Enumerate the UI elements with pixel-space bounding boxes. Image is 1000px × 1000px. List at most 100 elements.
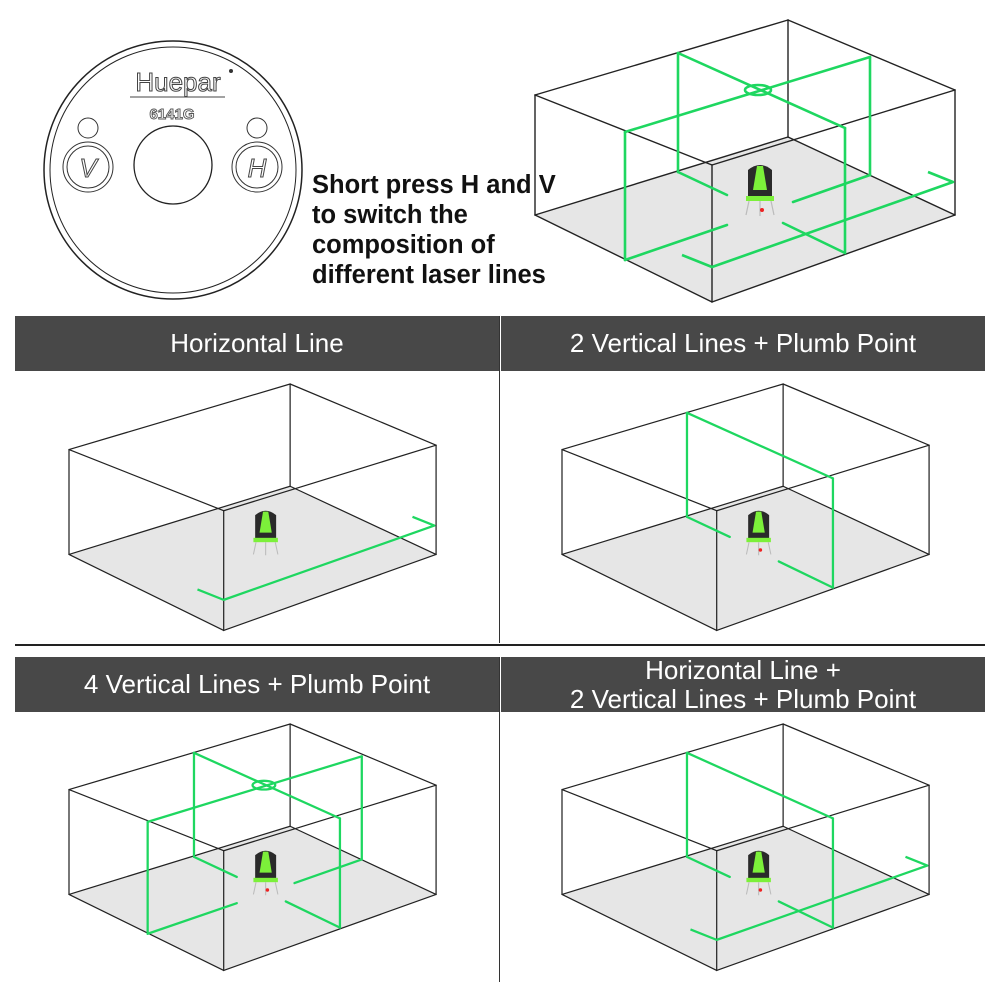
device-stripe bbox=[259, 851, 272, 873]
device-tripod bbox=[745, 200, 775, 216]
device-tripod bbox=[252, 542, 279, 556]
laser-cross-circle bbox=[743, 83, 773, 97]
box-edge bbox=[68, 485, 291, 556]
box-edge bbox=[787, 136, 956, 216]
hero-laser-diagram bbox=[534, 19, 956, 303]
4-vertical-lines-diagram bbox=[68, 723, 437, 972]
box-edge bbox=[223, 444, 437, 512]
device-base bbox=[746, 877, 771, 883]
laser-floor-line bbox=[777, 900, 835, 929]
box-edge bbox=[534, 136, 789, 216]
v-indicator-light bbox=[77, 117, 99, 139]
device-base bbox=[746, 537, 771, 543]
box-edge bbox=[716, 784, 930, 852]
device-base bbox=[253, 877, 278, 883]
box-edge bbox=[68, 448, 225, 512]
box-edge bbox=[534, 19, 789, 96]
h-indicator-light bbox=[246, 117, 268, 139]
floor bbox=[535, 137, 955, 302]
box-edge bbox=[716, 444, 930, 512]
plumb-point-dot bbox=[758, 888, 763, 892]
laser-floor-line bbox=[685, 855, 731, 879]
box-edge bbox=[289, 723, 437, 786]
center-window bbox=[133, 125, 213, 205]
mode-header-4-vertical: 4 Vertical Lines + Plumb Point bbox=[15, 657, 499, 712]
instruction-line: to switch the bbox=[312, 201, 468, 229]
laser-floor-line bbox=[676, 170, 729, 197]
mode-title-line: Horizontal Line + bbox=[645, 654, 841, 685]
box-edge bbox=[289, 383, 437, 446]
laser-horizontal-line bbox=[197, 515, 436, 602]
box-edge bbox=[561, 893, 718, 972]
floor bbox=[562, 826, 930, 971]
box-edge bbox=[561, 448, 718, 512]
laser-floor-line bbox=[685, 515, 731, 539]
box-edge bbox=[561, 723, 784, 791]
laser-level-device bbox=[745, 850, 772, 896]
box-edge bbox=[787, 19, 956, 91]
device-tripod bbox=[745, 542, 772, 556]
box-edge bbox=[534, 214, 713, 303]
laser-floor-line bbox=[284, 900, 342, 929]
box-edge bbox=[68, 788, 225, 852]
box-edge bbox=[68, 553, 225, 632]
laser-floor-line bbox=[293, 858, 363, 885]
box-edge bbox=[289, 825, 437, 896]
box-edge bbox=[561, 825, 784, 896]
laser-ceiling-line bbox=[685, 751, 835, 820]
box-edge bbox=[711, 89, 956, 166]
laser-floor-line bbox=[192, 855, 238, 879]
instruction-text: Short press H and V to switch the compos… bbox=[312, 170, 556, 290]
mode-title: 4 Vertical Lines + Plumb Point bbox=[83, 669, 431, 699]
v-button-label: V bbox=[79, 153, 99, 183]
box-edge bbox=[782, 383, 930, 446]
laser-horizontal-line bbox=[681, 170, 955, 269]
combined-lines-diagram bbox=[561, 723, 930, 972]
floor bbox=[562, 486, 930, 631]
h-button-label: H bbox=[248, 153, 267, 183]
box-edge bbox=[561, 383, 784, 451]
device-tripod bbox=[252, 882, 279, 896]
divider-horizontal bbox=[15, 644, 985, 646]
device-stripe bbox=[753, 166, 767, 190]
device-stripe bbox=[259, 511, 272, 533]
mode-header-2-vertical: 2 Vertical Lines + Plumb Point bbox=[501, 316, 985, 371]
box-edge bbox=[782, 723, 930, 786]
laser-floor-line bbox=[791, 173, 872, 204]
laser-level-device bbox=[745, 165, 775, 216]
laser-ceiling-line bbox=[146, 755, 363, 824]
mode-header-horizontal: Horizontal Line bbox=[15, 316, 499, 371]
plumb-point-dot bbox=[758, 548, 763, 552]
device-stripe bbox=[752, 511, 765, 533]
box-edge bbox=[561, 553, 718, 632]
device-base bbox=[253, 537, 278, 543]
h-button[interactable]: H bbox=[231, 141, 283, 193]
v-button[interactable]: V bbox=[62, 141, 114, 193]
mode-header-combined: Horizontal Line +2 Vertical Lines + Plum… bbox=[501, 654, 985, 713]
device-base bbox=[746, 196, 774, 201]
floor bbox=[69, 486, 437, 631]
box-edge bbox=[782, 825, 930, 896]
laser-cross-circle bbox=[251, 779, 277, 791]
laser-floor-line bbox=[623, 223, 729, 262]
laser-floor-line bbox=[777, 560, 835, 589]
laser-level-device bbox=[252, 850, 279, 896]
box-edge bbox=[534, 94, 713, 166]
box-edge bbox=[68, 723, 291, 791]
instruction-line: different laser lines bbox=[312, 261, 546, 289]
laser-ceiling-line bbox=[685, 411, 835, 480]
model-number: 6141G bbox=[149, 106, 194, 123]
box-edge bbox=[223, 784, 437, 852]
laser-level-device bbox=[745, 510, 772, 556]
mode-title: Horizontal Line bbox=[170, 328, 344, 358]
device-tripod bbox=[745, 882, 772, 896]
brand-logo: Huepar bbox=[135, 67, 221, 97]
box-edge bbox=[68, 825, 291, 896]
horizontal-line-diagram bbox=[68, 383, 437, 632]
divider-vertical-bottom bbox=[499, 657, 500, 982]
laser-floor-line bbox=[781, 221, 847, 255]
mode-title: 2 Vertical Lines + Plumb Point bbox=[569, 328, 917, 358]
box-edge bbox=[716, 893, 930, 972]
2-vertical-lines-diagram bbox=[561, 383, 930, 632]
box-edge bbox=[68, 893, 225, 972]
